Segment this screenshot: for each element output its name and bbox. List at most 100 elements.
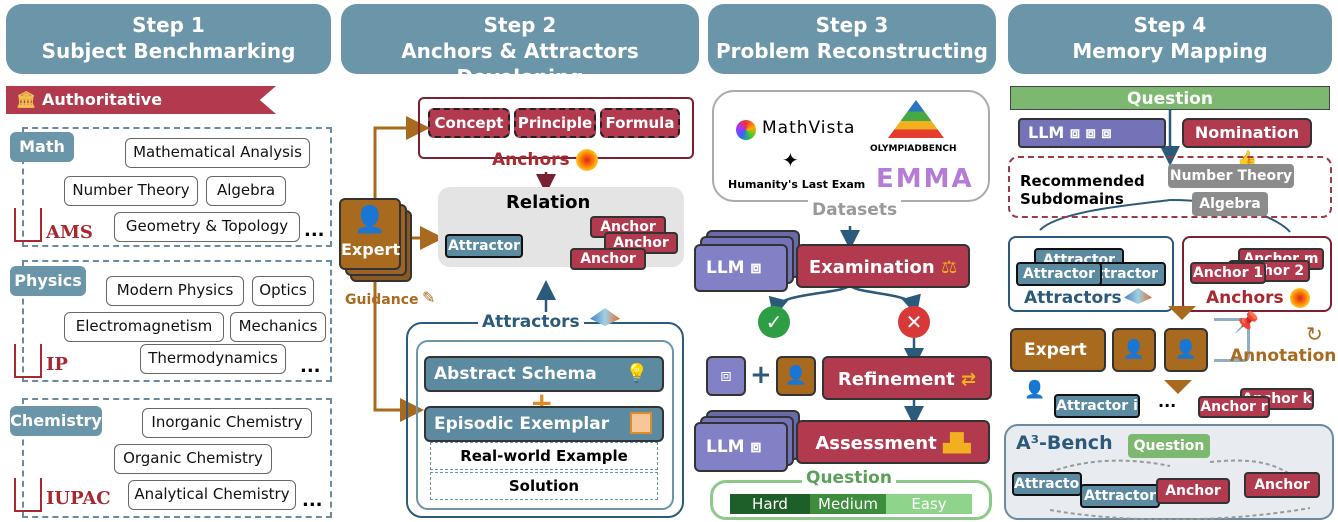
- ip-building-icon: [14, 344, 42, 378]
- a3-bench-title: A³-Bench: [1016, 432, 1113, 454]
- step4-title: Step 4: [1133, 13, 1207, 37]
- step2-header: Step 2 Anchors & Attractors Developing: [341, 4, 699, 89]
- bench-question: Question: [1128, 434, 1210, 458]
- podium-icon: ▟▙: [942, 433, 971, 454]
- bench-attractor-2: Attractor: [1080, 484, 1160, 508]
- anchors-title-step4: Anchors: [1206, 288, 1284, 308]
- expert-annotator-3: 👤: [1164, 328, 1208, 372]
- authoritative-certification-label: Authoritative Certification: [42, 90, 163, 137]
- lightbulb-icon: 💡: [625, 363, 648, 384]
- checklist-icon: [630, 412, 652, 434]
- anchor-1-chip: Anchor 1: [1190, 262, 1266, 284]
- expert-annotator-2: 👤: [1112, 328, 1156, 372]
- hle-label: Humanity's Last Exam: [728, 178, 866, 191]
- expert-icon: 👤: [353, 205, 387, 235]
- step2-title: Step 2: [483, 13, 557, 37]
- robot-icon: ⧈: [750, 258, 762, 278]
- nomination-label: Nomination: [1194, 123, 1300, 142]
- episodic-exemplar-label: Episodic Exemplar: [434, 414, 610, 434]
- robot-icon-2: ⧈: [750, 437, 762, 457]
- question-bar: Question: [1010, 86, 1330, 110]
- step4-subtitle: Memory Mapping: [1072, 39, 1268, 63]
- assessment-box: Assessment ▟▙: [796, 420, 990, 464]
- step1-header: Step 1 Subject Benchmarking: [6, 4, 331, 74]
- ip-label: IP: [46, 354, 68, 375]
- sub-number-theory: Number Theory: [1168, 164, 1294, 188]
- llm-label-2: LLM: [706, 437, 745, 457]
- robot-chip: ⧈: [706, 356, 746, 396]
- subdomain-modern-physics: Modern Physics: [106, 276, 244, 306]
- subdomain-mechanics: Mechanics: [230, 312, 326, 342]
- attractors-title: Attractors: [478, 312, 584, 332]
- subdomain-mathematical-analysis: Mathematical Analysis: [125, 138, 310, 168]
- pencil-icon: ✎: [422, 288, 436, 307]
- subdomain-number-theory: Number Theory: [64, 176, 198, 206]
- subdomain-optics: Optics: [252, 276, 314, 306]
- subdomain-analytical-chemistry: Analytical Chemistry: [128, 480, 296, 510]
- mathvista-logo: [736, 120, 756, 140]
- step3-subtitle: Problem Reconstructing: [716, 39, 988, 63]
- annotation-label: Annotation: [1230, 346, 1337, 366]
- refinement-label: Refinement: [837, 369, 955, 390]
- attractor-i-chip: Attractor i: [1054, 394, 1140, 418]
- guidance-label: Guidance: [345, 292, 419, 308]
- subdomain-inorganic-chemistry: Inorganic Chemistry: [142, 408, 312, 438]
- bench-anchor-2: Anchor: [1244, 472, 1320, 498]
- physics-ellipsis: ...: [300, 356, 321, 377]
- chemistry-group: [22, 398, 332, 518]
- anchors-title: Anchors: [492, 150, 570, 170]
- episodic-exemplar-box: Episodic Exemplar: [424, 406, 664, 442]
- chemistry-label: Chemistry: [10, 406, 102, 436]
- examination-label: Examination: [808, 257, 935, 278]
- concept-chip: Concept: [428, 108, 510, 138]
- check-icon: ✓: [758, 306, 790, 338]
- bench-attractor-1: Attractor: [1012, 472, 1082, 496]
- recommended-label: Recommended Subdomains: [1020, 172, 1145, 208]
- nomination-box: Nomination 👍: [1182, 118, 1312, 168]
- question-label-step3: Question: [802, 468, 896, 488]
- anchors-group: [418, 97, 694, 159]
- subdomain-geometry-topology: Geometry & Topology: [114, 212, 300, 242]
- authoritative-certification-banner: 🏛 Authoritative Certification: [6, 86, 276, 114]
- step3-title: Step 3: [815, 13, 889, 37]
- assessment-label: Assessment: [815, 433, 937, 454]
- subdomain-thermodynamics: Thermodynamics: [140, 344, 286, 374]
- expert-card: 👤 Expert: [339, 198, 401, 270]
- anchors-candidates: [1182, 236, 1332, 312]
- emma-logo: EMMA: [876, 164, 974, 194]
- abstract-schema-box: Abstract Schema 💡: [424, 356, 664, 392]
- step4-header: Step 4 Memory Mapping: [1008, 4, 1332, 74]
- attractor-inner: [416, 340, 674, 510]
- difficulty-easy: Easy: [886, 494, 972, 514]
- relation-title: Relation: [506, 192, 591, 213]
- attractor-1-chip: Attractor 1: [1016, 262, 1102, 302]
- step1-title: Step 1: [132, 13, 205, 37]
- step2-subtitle: Anchors & Attractors Developing: [401, 39, 639, 89]
- formula-chip: Formula: [600, 108, 680, 138]
- iupac-building-icon: [14, 478, 42, 512]
- bench-arrows: [1049, 459, 1311, 520]
- pin-icon: 📌: [1234, 310, 1259, 334]
- expert-label: Expert: [341, 240, 401, 259]
- math-group: [22, 127, 332, 247]
- expert-icon-step4: 👤: [1024, 380, 1046, 400]
- bench-anchor-1: Anchor: [1156, 478, 1230, 504]
- solution: Solution: [430, 472, 658, 500]
- llm-assessment-card: LLM ⧈: [694, 422, 788, 472]
- real-world-example: Real-world Example: [430, 442, 658, 470]
- plus-icon-step3: +: [750, 360, 772, 390]
- physics-label: Physics: [10, 266, 86, 296]
- difficulty-medium: Medium: [810, 494, 886, 514]
- llm-examination-card: LLM ⧈: [694, 244, 788, 292]
- attractors-candidates: [1008, 236, 1174, 312]
- ams-label: AMS: [46, 222, 93, 243]
- expert-label-step4: Expert: [1024, 340, 1087, 360]
- examination-box: Examination ⚖: [796, 244, 970, 288]
- physics-group: [22, 260, 332, 382]
- anchor-heat-icon: [576, 149, 598, 171]
- datasets-label: Datasets: [808, 200, 902, 220]
- attractors-title-step4: Attractors: [1024, 288, 1122, 308]
- annotation-bracket: [1214, 318, 1250, 362]
- refinement-box: Refinement ⇄: [822, 356, 992, 400]
- llm-label-step4: LLM: [1028, 123, 1065, 142]
